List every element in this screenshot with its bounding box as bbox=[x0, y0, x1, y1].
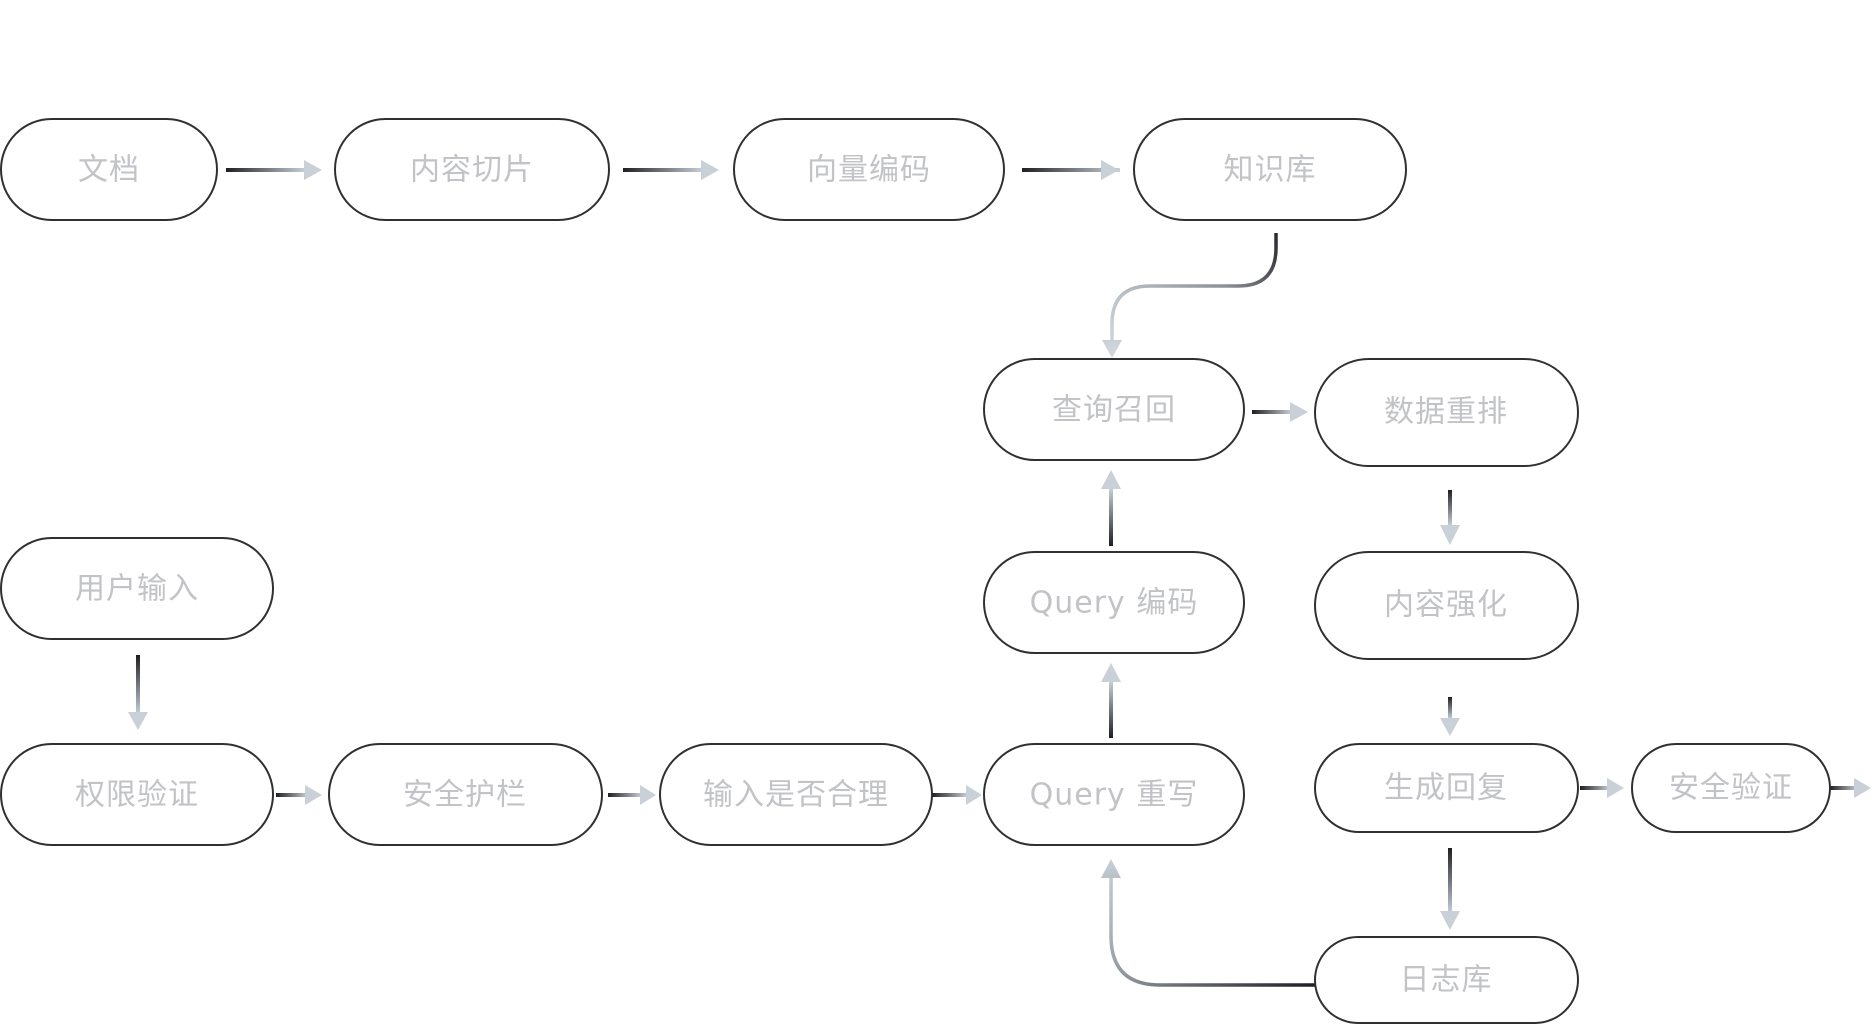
node-knowledge-base-label: 知识库 bbox=[1224, 153, 1317, 188]
node-permission-check: 权限验证 bbox=[0, 743, 274, 846]
node-chunking-label: 内容切片 bbox=[410, 153, 534, 188]
arrow-vector-encoding-to-knowledge-base bbox=[1022, 160, 1120, 180]
node-safety-check-label: 安全验证 bbox=[1669, 771, 1793, 806]
arrow-query-recall-to-data-rerank bbox=[1252, 402, 1308, 422]
node-permission-check-label: 权限验证 bbox=[75, 778, 199, 813]
node-user-input: 用户输入 bbox=[0, 537, 274, 640]
node-content-enhance: 内容强化 bbox=[1314, 551, 1579, 660]
nodes: 文档 内容切片 向量编码 知识库 查询召回 数据重排 Query 编码 bbox=[0, 118, 1831, 1024]
node-chunking: 内容切片 bbox=[334, 118, 610, 221]
arrow-query-rewrite-to-query-encoding bbox=[1101, 663, 1121, 738]
node-log-store: 日志库 bbox=[1314, 936, 1579, 1024]
arrow-user-input-to-permission-check bbox=[128, 655, 148, 730]
arrow-generate-reply-to-log-store bbox=[1440, 848, 1460, 930]
node-data-rerank: 数据重排 bbox=[1314, 358, 1579, 467]
node-query-rewrite-label: Query 重写 bbox=[1030, 778, 1199, 813]
arrow-query-encoding-to-query-recall bbox=[1101, 470, 1121, 546]
node-query-encoding-label: Query 编码 bbox=[1030, 586, 1199, 621]
arrow-generate-reply-to-safety-check bbox=[1580, 778, 1624, 798]
arrow-chunking-to-vector-encoding bbox=[623, 160, 719, 180]
node-generate-reply-label: 生成回复 bbox=[1384, 771, 1508, 806]
node-safety-check: 安全验证 bbox=[1631, 743, 1831, 833]
node-document: 文档 bbox=[0, 118, 218, 221]
arrow-knowledge-base-to-query-recall bbox=[1102, 233, 1278, 358]
arrow-safety-check-output bbox=[1830, 778, 1871, 798]
node-user-input-label: 用户输入 bbox=[75, 572, 199, 607]
node-query-recall-label: 查询召回 bbox=[1052, 393, 1176, 428]
node-log-store-label: 日志库 bbox=[1400, 963, 1493, 998]
arrow-data-rerank-to-content-enhance bbox=[1440, 490, 1460, 545]
node-input-validity: 输入是否合理 bbox=[659, 743, 933, 846]
arrow-permission-check-to-safety-guardrail bbox=[276, 785, 322, 805]
node-vector-encoding: 向量编码 bbox=[733, 118, 1005, 221]
arrow-content-enhance-to-generate-reply bbox=[1440, 697, 1460, 736]
node-data-rerank-label: 数据重排 bbox=[1384, 395, 1508, 430]
node-document-label: 文档 bbox=[78, 153, 140, 188]
arrow-input-validity-to-query-rewrite bbox=[932, 785, 982, 805]
node-safety-guardrail-label: 安全护栏 bbox=[403, 778, 527, 813]
node-query-encoding: Query 编码 bbox=[983, 551, 1245, 654]
node-query-rewrite: Query 重写 bbox=[983, 743, 1245, 846]
arrow-safety-guardrail-to-input-validity bbox=[608, 785, 656, 805]
node-generate-reply: 生成回复 bbox=[1314, 743, 1579, 833]
arrow-log-store-to-query-rewrite bbox=[1101, 859, 1316, 987]
node-content-enhance-label: 内容强化 bbox=[1384, 588, 1508, 623]
node-input-validity-label: 输入是否合理 bbox=[703, 778, 889, 813]
arrow-document-to-chunking bbox=[226, 160, 322, 180]
node-query-recall: 查询召回 bbox=[983, 358, 1245, 461]
node-knowledge-base: 知识库 bbox=[1133, 118, 1407, 221]
node-vector-encoding-label: 向量编码 bbox=[807, 153, 931, 188]
node-safety-guardrail: 安全护栏 bbox=[328, 743, 603, 846]
connectors bbox=[128, 160, 1871, 987]
